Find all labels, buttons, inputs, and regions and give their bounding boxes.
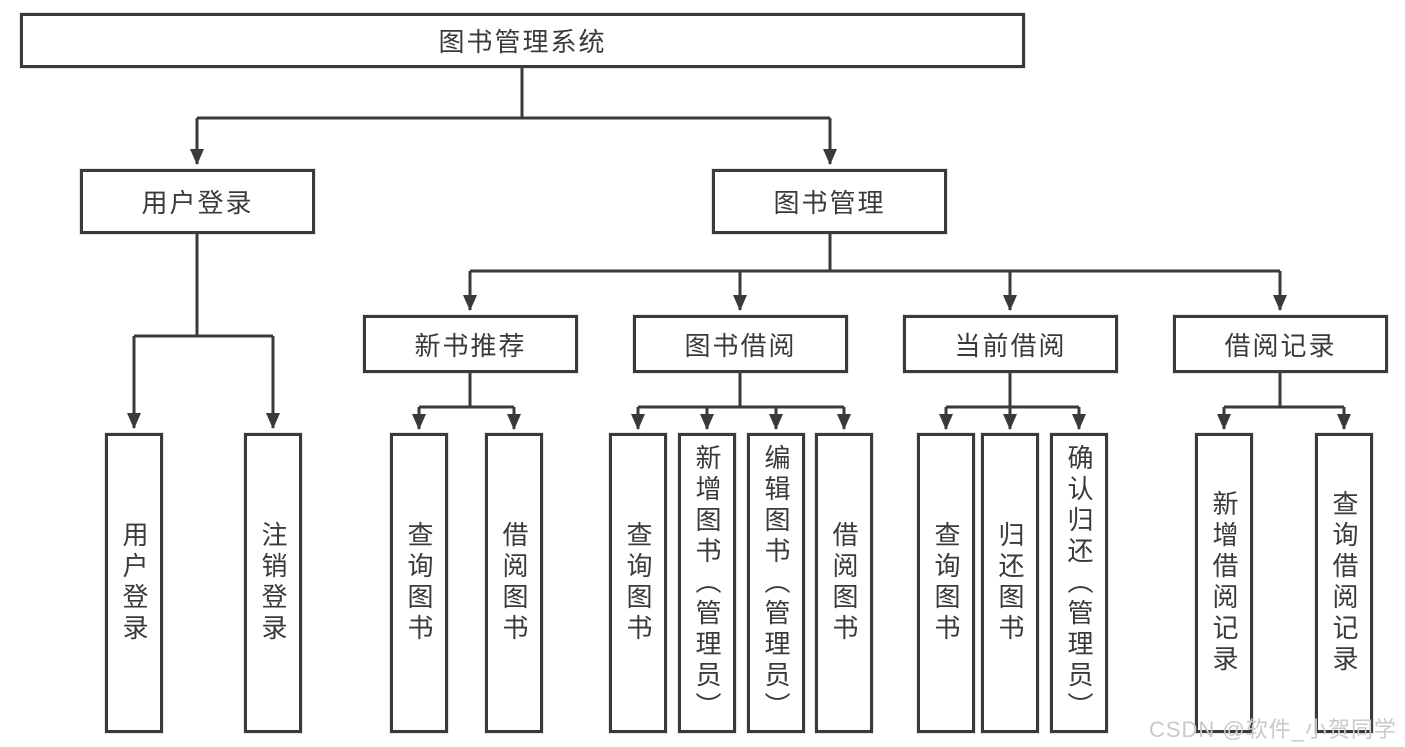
leaf-query-borrow-record: 查询借阅记录 [1315,433,1373,733]
leaf-query-books-1: 查询图书 [390,433,448,733]
leaf-edit-book-admin: 编辑图书（管理员） [747,433,805,733]
leaf-return-book: 归还图书 [981,433,1039,733]
node-user-login: 用户登录 [80,169,315,234]
node-book-borrow: 图书借阅 [633,315,848,373]
leaf-query-books-3: 查询图书 [917,433,975,733]
node-book-management: 图书管理 [712,169,947,234]
leaf-query-books-2: 查询图书 [609,433,667,733]
leaf-borrow-books-1: 借阅图书 [485,433,543,733]
node-current-borrow: 当前借阅 [903,315,1118,373]
leaf-logout-login: 注销登录 [244,433,302,733]
node-root: 图书管理系统 [20,13,1025,68]
leaf-borrow-books-2: 借阅图书 [815,433,873,733]
node-borrow-records: 借阅记录 [1173,315,1388,373]
leaf-add-book-admin: 新增图书（管理员） [678,433,736,733]
csdn-watermark: CSDN @软件_小贺同学 [1148,717,1397,742]
leaf-add-borrow-record: 新增借阅记录 [1195,433,1253,733]
leaf-user-login: 用户登录 [105,433,163,733]
node-new-book-recommend: 新书推荐 [363,315,578,373]
leaf-confirm-return-admin: 确认归还（管理员） [1050,433,1108,733]
